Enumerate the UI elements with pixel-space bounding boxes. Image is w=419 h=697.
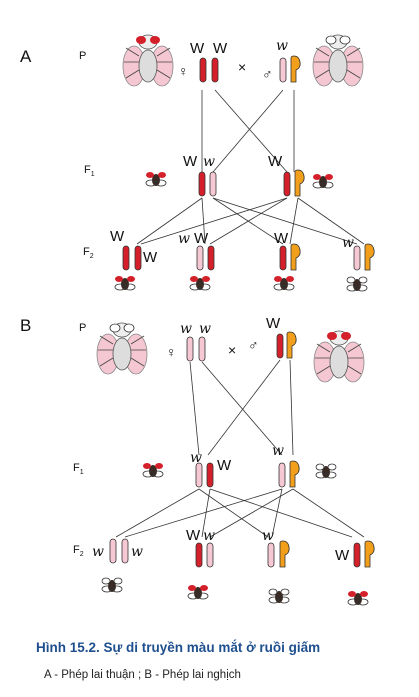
male-symbol: ♂ (262, 66, 273, 82)
allele-label: W (268, 153, 283, 170)
fly-white-eyes-icon (101, 577, 123, 593)
allele-label: w (180, 321, 192, 337)
allele-label: w (92, 544, 104, 560)
f1-label: F1 (73, 462, 84, 476)
fly-red-eyes-icon (114, 275, 136, 291)
x-chromosome-pink (109, 538, 117, 564)
x-chromosome-pink (267, 542, 275, 568)
x-chromosome-red (276, 333, 284, 359)
allele-label: W (213, 40, 228, 57)
x-chromosome-red (353, 542, 361, 568)
fly-red-eyes-icon (312, 173, 334, 189)
x-chromosome-red (211, 57, 219, 83)
x-chromosome-red (122, 245, 130, 271)
y-chromosome (290, 243, 301, 271)
cross-lines (136, 197, 365, 245)
fly-red-eyes-icon (187, 584, 209, 600)
male-symbol: ♂ (248, 337, 259, 353)
figure-subcaption: A - Phép lai thuận ; B - Phép lai nghịch (44, 669, 241, 681)
x-chromosome-red (206, 462, 214, 488)
allele-label: w (262, 528, 274, 544)
panel-a: A P ♀ W W × ♂ w F1 W w W (20, 34, 375, 292)
y-chromosome (290, 55, 301, 83)
y-chromosome (289, 460, 300, 488)
x-chromosome-pink (198, 336, 206, 362)
allele-label: W (143, 249, 158, 266)
allele-label: w (131, 544, 143, 560)
panel-b-label: B (20, 316, 31, 335)
x-chromosome-red (283, 171, 291, 197)
x-chromosome-pink (206, 542, 214, 568)
fly-red-eyes-icon (145, 171, 167, 187)
allele-label: w (203, 528, 215, 544)
x-chromosome-pink (186, 336, 194, 362)
x-chromosome-pink (196, 245, 204, 271)
allele-label: W (266, 315, 281, 332)
y-chromosome (294, 169, 305, 197)
panel-a-p-label: P (79, 50, 86, 62)
x-chromosome-red (195, 542, 203, 568)
f2-label: F2 (73, 544, 84, 558)
x-chromosome-pink (279, 57, 287, 83)
x-chromosome-pink (278, 462, 286, 488)
panel-b: B P ♀ w w × ♂ W F1 w W w (20, 315, 375, 606)
x-chromosome-pink (195, 462, 203, 488)
allele-label: W (183, 153, 198, 170)
x-chromosome-pink (121, 538, 129, 564)
allele-label: w (199, 321, 211, 337)
allele-label: w (272, 443, 284, 459)
cross-symbol: × (238, 59, 246, 75)
allele-label: W (110, 228, 125, 245)
cross-lines (201, 89, 295, 173)
y-chromosome (279, 540, 290, 568)
allele-label: W (190, 40, 205, 57)
fly-red-eyes-icon (273, 275, 295, 291)
female-symbol: ♀ (166, 344, 177, 360)
female-symbol: ♀ (178, 63, 189, 79)
y-chromosome (364, 540, 375, 568)
allele-label: W (217, 457, 232, 474)
fly-red-eyes-icon (189, 275, 211, 291)
f2-label: F2 (83, 246, 94, 260)
panel-a-label: A (20, 47, 32, 66)
cross-symbol: × (228, 342, 236, 358)
female-white-eyed-fly-icon (96, 322, 148, 375)
allele-label: w (276, 38, 288, 54)
cross-lines (189, 359, 294, 456)
allele-label: W (274, 230, 289, 247)
x-chromosome-red (199, 57, 207, 83)
allele-label: w (342, 235, 354, 251)
x-chromosome-red (134, 245, 142, 271)
male-red-eyed-fly-icon (313, 330, 365, 383)
allele-label: w (203, 154, 215, 170)
allele-label: w (190, 450, 202, 466)
fly-white-eyes-icon (346, 276, 368, 292)
x-chromosome-red (279, 245, 287, 271)
y-chromosome (364, 243, 375, 271)
allele-label: W (194, 230, 209, 247)
f1-label: F1 (84, 164, 95, 178)
cross-lines (115, 488, 365, 538)
y-chromosome (286, 331, 297, 359)
allele-label: W (186, 527, 201, 544)
allele-label: W (335, 547, 350, 564)
x-chromosome-red (207, 245, 215, 271)
fly-white-eyes-icon (268, 588, 290, 604)
fly-red-eyes-icon (347, 590, 369, 606)
panel-b-p-label: P (79, 322, 86, 334)
x-chromosome-pink (209, 171, 217, 197)
male-white-eyed-fly-icon (312, 34, 364, 87)
x-chromosome-pink (353, 245, 361, 271)
fly-white-eyes-icon (315, 463, 337, 479)
figure-caption: Hình 15.2. Sự di truyền màu mắt ở ruồi g… (36, 640, 321, 655)
x-chromosome-red (198, 171, 206, 197)
fly-red-eyes-icon (142, 462, 164, 478)
allele-label: w (178, 231, 190, 247)
female-red-eyed-fly-icon (122, 34, 174, 87)
